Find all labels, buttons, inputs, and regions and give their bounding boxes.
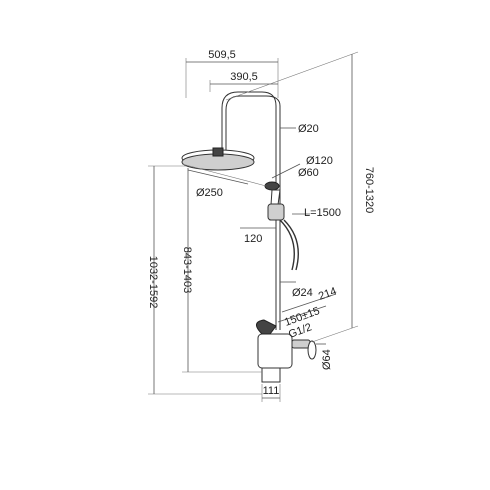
dimension-slider-height: 843-1403 [181, 163, 267, 373]
overall-width-label: 509,5 [208, 49, 236, 61]
dimension-pipe-diameter: Ø24 [280, 281, 313, 299]
pipe-diameter-label: Ø24 [292, 287, 313, 299]
head-diameter-label: Ø250 [196, 187, 223, 199]
cover-diameter-label: Ø64 [321, 349, 333, 370]
mixer-lever [256, 319, 277, 335]
overhead-arm [221, 91, 277, 150]
mixer-spout [291, 339, 311, 349]
overhead-arm-inner [225, 95, 281, 150]
hand-shower-inner-label: Ø60 [298, 167, 319, 179]
hand-shower-holder [267, 203, 285, 221]
dimension-hand-shower: Ø120 Ø60 [271, 155, 333, 179]
head-shower [181, 147, 255, 171]
slider-height-label: 843-1403 [181, 247, 193, 294]
rail-diameter-label: Ø20 [298, 123, 319, 135]
dimension-rail-diameter: Ø20 [280, 123, 319, 135]
head-shower-connector [212, 147, 224, 157]
dimension-overall-width: 509,5 [185, 49, 279, 98]
hose [279, 219, 295, 271]
hand-shower-head [264, 181, 280, 191]
dimension-head-diameter: Ø250 [187, 169, 249, 199]
head-height-label: 760-1320 [363, 167, 375, 214]
hand-shower-outer-label: Ø120 [306, 155, 333, 167]
dimension-slider-offset: 120 [240, 227, 276, 245]
base-width-label: 111 [263, 385, 280, 397]
dimension-hose-length: L=1500 [292, 207, 341, 219]
total-height-label: 1032-1592 [147, 256, 159, 309]
mixer-base [261, 367, 281, 383]
slider-offset-label: 120 [244, 233, 262, 245]
dimension-head-height: 760-1320 [225, 51, 375, 343]
dimension-base-width: 111 [261, 384, 281, 402]
hand-shower-assembly [264, 181, 299, 271]
dimension-arm-length: 390,5 [209, 71, 278, 92]
dimension-cover-diameter: Ø64 [316, 343, 333, 370]
dimension-total-height: 1032-1592 [147, 165, 262, 395]
hose-2 [283, 219, 299, 271]
arm-length-label: 390,5 [230, 71, 258, 83]
hose-length-label: L=1500 [304, 207, 341, 219]
mixer [256, 319, 317, 383]
dimension-mixer-projection: 214 [281, 285, 338, 313]
mixer-body [257, 333, 293, 369]
mixer-projection-label: 214 [317, 285, 338, 303]
wall-cover [307, 340, 317, 360]
